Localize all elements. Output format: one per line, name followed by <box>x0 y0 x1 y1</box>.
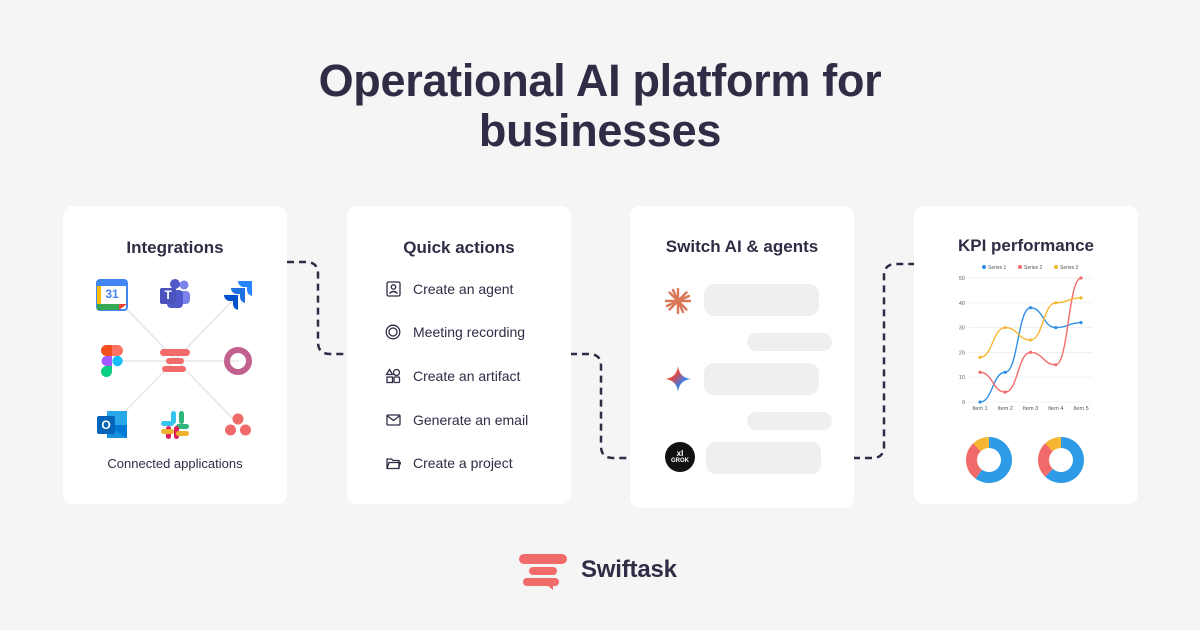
legend-label: Series 3 <box>1060 265 1079 271</box>
agent-icon <box>385 281 401 297</box>
grok-label: GROK <box>671 458 689 464</box>
recording-icon <box>385 324 401 340</box>
y-tick-label: 50 <box>959 276 965 282</box>
connected-applications-label: Connected applications <box>107 456 243 471</box>
agent-message-bubble <box>706 442 821 474</box>
connector-2 <box>570 352 630 460</box>
quick-action-create-artifact[interactable]: Create an artifact <box>385 366 520 386</box>
donut-slice <box>1038 443 1053 477</box>
agent-message-bubble <box>704 284 819 316</box>
swiftask-logo-icon <box>519 554 567 590</box>
folder-icon <box>385 455 401 471</box>
quick-action-create-project[interactable]: Create a project <box>385 453 513 473</box>
series-line <box>979 277 1082 393</box>
quick-action-label: Meeting recording <box>413 324 526 340</box>
quick-action-label: Generate an email <box>413 412 529 428</box>
donut-slice <box>966 443 982 479</box>
reply-bubble <box>747 333 832 351</box>
data-point <box>1079 276 1083 280</box>
quick-action-generate-email[interactable]: Generate an email <box>385 410 528 430</box>
data-point <box>978 355 982 359</box>
y-tick-label: 40 <box>959 301 965 307</box>
outlook-icon[interactable]: O <box>95 408 129 442</box>
headline-line-2: businesses <box>478 105 722 156</box>
connector-1 <box>287 260 347 356</box>
connector-3 <box>853 262 914 460</box>
donut-slice <box>1045 437 1061 452</box>
grok-icon[interactable]: xI GROK <box>665 442 695 472</box>
brand-name: Swiftask <box>581 556 677 583</box>
claude-icon[interactable] <box>663 286 693 316</box>
switch-ai-card: Switch AI & agents <box>630 206 854 508</box>
x-tick-label: Item 5 <box>1073 406 1088 412</box>
y-tick-label: 30 <box>959 326 965 332</box>
outlook-label: O <box>101 418 111 432</box>
x-tick-label: Item 2 <box>998 406 1013 412</box>
grok-badge: xI <box>676 449 684 458</box>
data-point <box>1028 338 1033 342</box>
teams-label: T <box>164 288 172 302</box>
google-calendar-icon[interactable]: 31 <box>95 278 129 312</box>
quick-actions-card: Quick actions Create an agent Meeting re… <box>347 206 571 504</box>
data-point <box>1003 326 1007 330</box>
integrations-title: Integrations <box>126 238 224 257</box>
switch-ai-title: Switch AI & agents <box>665 237 819 256</box>
legend-marker <box>1054 265 1058 269</box>
donut-slice <box>973 437 989 452</box>
figma-icon[interactable] <box>95 344 129 378</box>
y-tick-label: 10 <box>959 375 965 381</box>
slack-icon[interactable] <box>158 408 192 442</box>
jira-icon[interactable] <box>221 278 255 312</box>
reply-bubble <box>747 412 832 430</box>
x-tick-label: Item 1 <box>972 406 987 412</box>
quick-actions-title: Quick actions <box>403 238 515 257</box>
legend-marker <box>1018 265 1022 269</box>
swiftask-logo-icon <box>158 344 192 378</box>
integrations-card: Integrations 31 T <box>63 206 287 504</box>
donut-slice <box>975 437 1012 483</box>
microsoft-teams-icon[interactable]: T <box>158 278 192 312</box>
donut-slice <box>1045 437 1084 483</box>
quick-action-label: Create an agent <box>413 281 514 297</box>
quick-action-meeting-recording[interactable]: Meeting recording <box>385 322 525 342</box>
data-point <box>1079 296 1083 300</box>
asana-icon[interactable] <box>221 408 255 442</box>
series-line <box>979 307 1082 403</box>
artifact-icon <box>385 368 401 384</box>
data-point <box>1054 301 1058 305</box>
google-calendar-label: 31 <box>105 287 119 301</box>
email-icon <box>385 412 401 428</box>
quick-action-create-agent[interactable]: Create an agent <box>385 279 513 299</box>
data-point <box>978 400 982 404</box>
legend-label: Series 1 <box>988 265 1007 271</box>
x-tick-label: Item 4 <box>1048 406 1063 412</box>
headline-line-1: Operational AI platform for <box>318 55 882 106</box>
data-point <box>1079 321 1083 325</box>
y-tick-label: 20 <box>959 350 965 356</box>
gemini-icon[interactable] <box>663 364 693 394</box>
x-tick-label: Item 3 <box>1023 406 1038 412</box>
data-point <box>1054 363 1058 367</box>
data-point <box>1003 390 1007 394</box>
y-tick-label: 0 <box>962 400 965 406</box>
data-point <box>978 370 982 374</box>
circle-app-icon[interactable] <box>221 344 255 378</box>
data-point <box>1003 370 1007 374</box>
data-point <box>1028 306 1033 310</box>
brand-footer: Swiftask <box>517 550 677 590</box>
legend-marker <box>982 265 986 269</box>
agent-message-bubble <box>704 363 819 395</box>
quick-action-label: Create an artifact <box>413 368 521 384</box>
quick-action-label: Create a project <box>413 455 513 471</box>
page-headline: Operational AI platform for businesses <box>0 56 1200 156</box>
data-point <box>1054 326 1058 330</box>
kpi-title: KPI performance <box>957 236 1095 255</box>
legend-label: Series 2 <box>1024 265 1043 271</box>
data-point <box>1028 350 1033 354</box>
